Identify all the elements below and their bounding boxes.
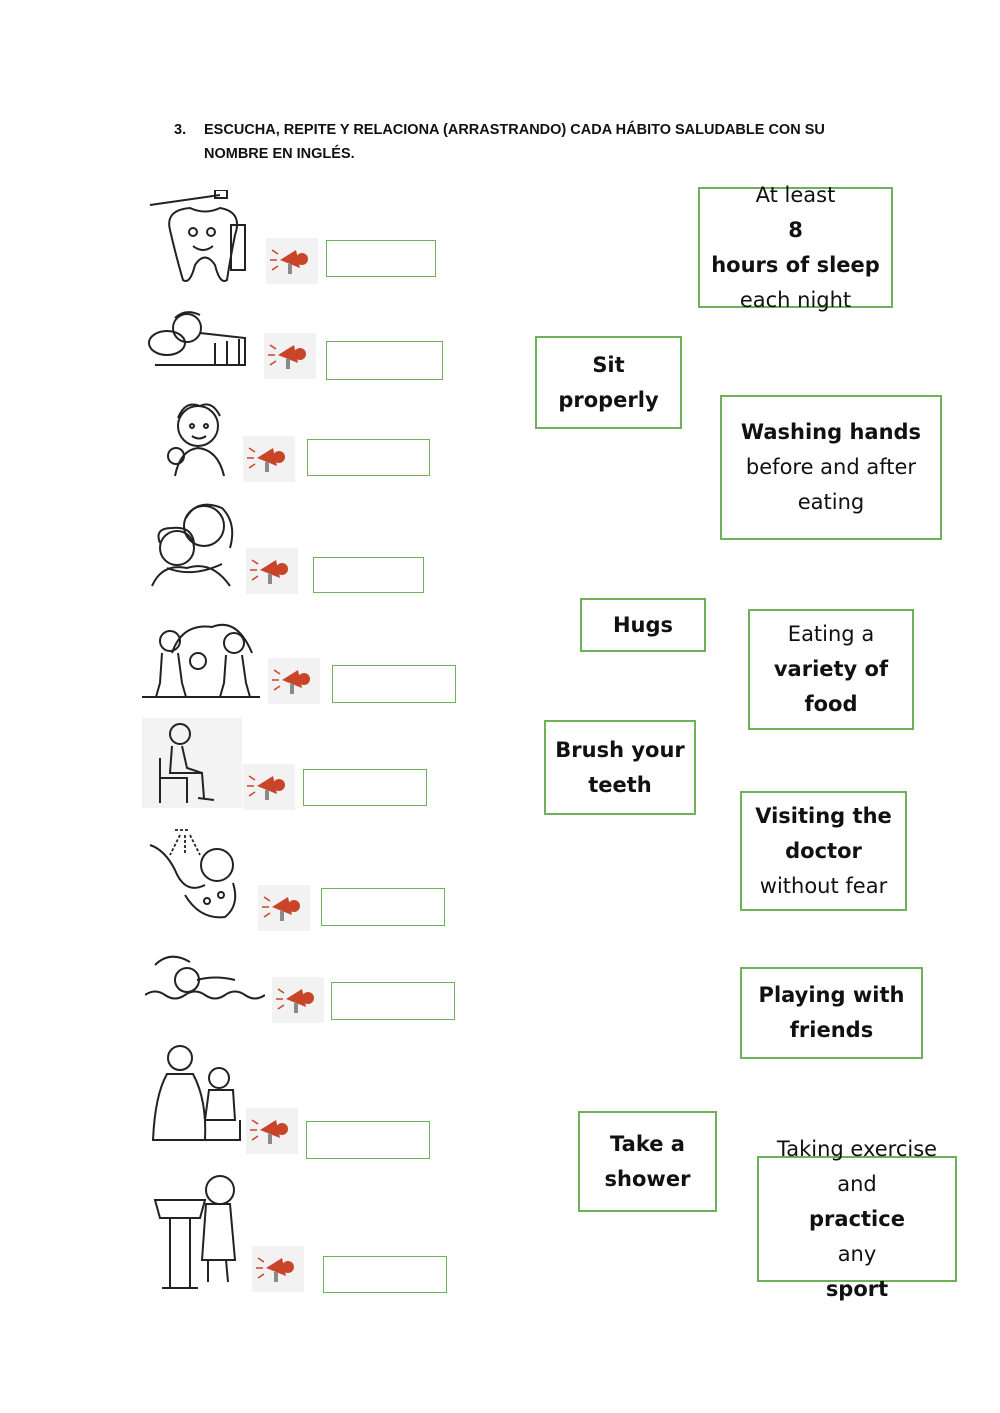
card-take-a-shower[interactable]: Take a shower	[578, 1111, 717, 1212]
child-sitting-icon	[142, 718, 242, 808]
card-text: Hugs	[612, 612, 674, 637]
card-sit-properly[interactable]: Sit properly	[535, 336, 682, 429]
drop-box-10[interactable]	[323, 1256, 447, 1293]
card-text-bold: hours of sleep	[711, 252, 880, 277]
card-text: without fear	[759, 873, 888, 898]
megaphone-icon	[250, 1119, 288, 1144]
card-hours-of-sleep[interactable]: At least 8 hours of sleep each night	[698, 183, 893, 312]
drop-box-9[interactable]	[306, 1121, 430, 1159]
card-text: Brush your	[555, 737, 685, 762]
card-text: shower	[604, 1166, 691, 1191]
card-text: before and after	[745, 455, 917, 479]
speaker-button-5[interactable]	[268, 658, 320, 704]
drop-box-5[interactable]	[332, 665, 456, 703]
card-eating-variety[interactable]: Eating a variety of food	[748, 609, 914, 730]
card-taking-exercise[interactable]: Taking exercise and practice any sport	[757, 1137, 957, 1301]
speaker-button-10[interactable]	[252, 1246, 304, 1292]
swimming-icon	[145, 955, 265, 1000]
card-text: and	[837, 1171, 877, 1196]
megaphone-icon	[247, 775, 285, 800]
card-text: At least	[755, 182, 836, 207]
card-text: Taking exercise	[776, 1136, 938, 1161]
speaker-button-9[interactable]	[246, 1108, 298, 1154]
hand-washing-icon	[153, 1175, 237, 1289]
card-text-bold: practice	[809, 1206, 905, 1231]
drop-box-3[interactable]	[307, 439, 430, 476]
instruction-number: 3.	[174, 122, 187, 138]
card-text: each night	[739, 287, 852, 312]
card-text-bold: doctor	[785, 838, 862, 863]
card-text-bold: sport	[825, 1276, 889, 1301]
tooth-brushing-icon	[149, 190, 246, 282]
speaker-button-1[interactable]	[266, 238, 318, 284]
hugging-icon	[151, 503, 234, 587]
child-eating-icon	[167, 403, 225, 477]
card-playing-with-friends[interactable]: Playing with friends	[740, 967, 923, 1059]
drop-box-7[interactable]	[321, 888, 445, 926]
card-text: eating	[797, 490, 865, 514]
card-visiting-doctor[interactable]: Visiting the doctor without fear	[740, 791, 907, 911]
drop-box-4[interactable]	[313, 557, 424, 593]
card-text-bold: Washing hands	[740, 420, 922, 444]
card-text: Eating a	[787, 622, 875, 646]
speaker-button-3[interactable]	[243, 436, 295, 482]
megaphone-icon	[276, 988, 314, 1013]
megaphone-icon	[256, 1257, 294, 1282]
drop-box-8[interactable]	[331, 982, 455, 1020]
shower-icon	[149, 829, 237, 919]
card-text: Take a	[610, 1131, 685, 1156]
speaker-button-6[interactable]	[243, 764, 295, 810]
doctor-visit-icon	[151, 1045, 241, 1141]
card-text: properly	[558, 387, 659, 412]
drop-box-1[interactable]	[326, 240, 436, 277]
card-washing-hands[interactable]: Washing hands before and after eating	[720, 395, 942, 540]
card-text-bold: food	[804, 692, 858, 716]
card-hugs[interactable]: Hugs	[580, 598, 706, 652]
speaker-button-7[interactable]	[258, 885, 310, 931]
speaker-button-8[interactable]	[272, 977, 324, 1023]
speaker-button-4[interactable]	[246, 548, 298, 594]
kids-playing-icon	[142, 623, 260, 698]
megaphone-icon	[268, 344, 306, 369]
card-brush-your-teeth[interactable]: Brush your teeth	[544, 720, 696, 815]
card-text: teeth	[588, 772, 652, 797]
speaker-button-2[interactable]	[264, 333, 316, 379]
drop-box-6[interactable]	[303, 769, 427, 806]
instruction: 3. ESCUCHA, REPITE Y RELACIONA (ARRASTRA…	[174, 118, 874, 166]
card-text-bold: 8	[788, 217, 803, 242]
megaphone-icon	[262, 896, 300, 921]
instruction-text: ESCUCHA, REPITE Y RELACIONA (ARRASTRANDO…	[204, 122, 825, 162]
megaphone-icon	[272, 669, 310, 694]
megaphone-icon	[247, 447, 285, 472]
card-text-bold: Visiting the	[755, 803, 892, 828]
card-text-bold: variety of	[773, 657, 889, 681]
sleeping-child-icon	[148, 311, 246, 366]
megaphone-icon	[250, 559, 288, 584]
card-text: friends	[789, 1018, 874, 1042]
card-text: any	[837, 1241, 877, 1266]
megaphone-icon	[270, 249, 308, 274]
card-text: Playing with	[758, 983, 905, 1007]
card-text: Sit	[592, 352, 625, 377]
drop-box-2[interactable]	[326, 341, 443, 380]
